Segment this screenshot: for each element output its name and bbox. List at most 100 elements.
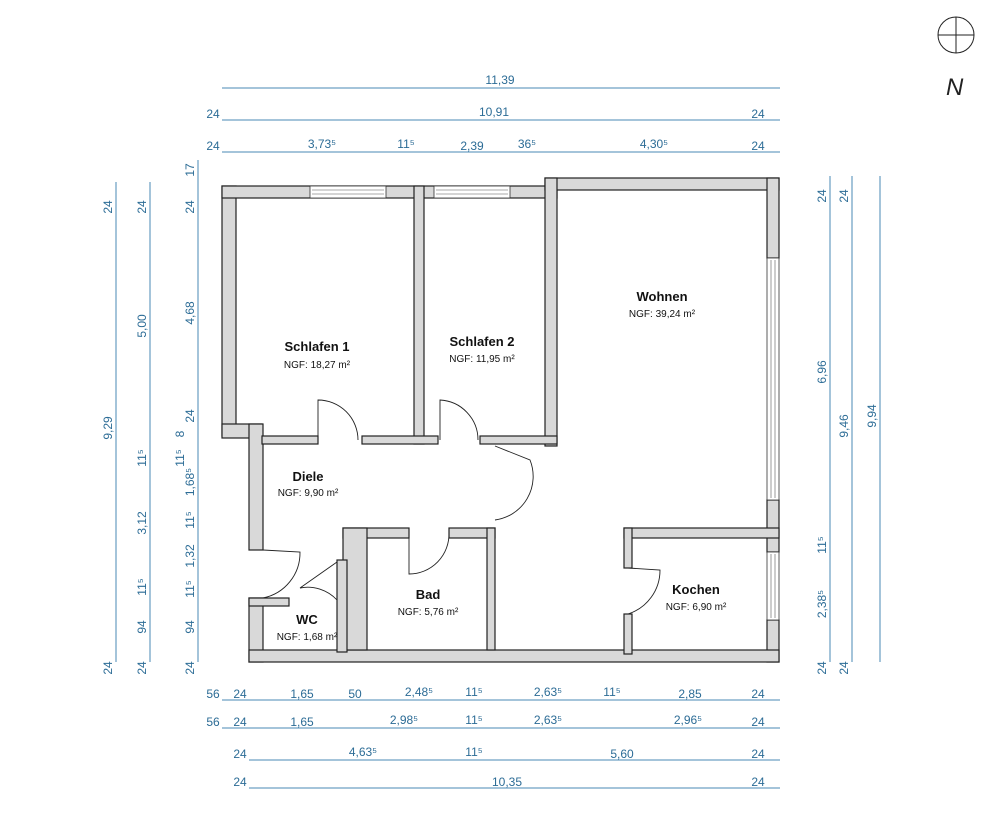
room-name: Wohnen [636, 289, 687, 304]
dim-label: 11⁵ [465, 713, 482, 727]
dim-label: 24 [837, 189, 851, 203]
room-schlafen-2: Schlafen 2 NGF: 11,95 m² [449, 334, 515, 365]
dim-label: 11⁵ [465, 685, 482, 699]
dim-label: 11⁵ [815, 536, 829, 553]
dim-label: 3,73⁵ [308, 137, 336, 151]
dim-label: 36⁵ [518, 137, 536, 151]
dim-label: 24 [815, 189, 829, 203]
compass-icon [937, 16, 975, 54]
dim-label: 10,91 [479, 105, 509, 119]
dim-label: 24 [183, 200, 197, 214]
dim-label: 11⁵ [135, 449, 149, 466]
room-name: Diele [292, 469, 323, 484]
dim-label: 2,39 [460, 139, 484, 153]
dim-label: 1,65 [290, 715, 314, 729]
dim-label: 24 [751, 107, 765, 121]
dim-label: 24 [815, 661, 829, 675]
dim-label: 2,38⁵ [815, 590, 829, 618]
dim-label: 56 [206, 687, 220, 701]
dim-label: 5,00 [135, 314, 149, 338]
north-label: N [946, 74, 964, 101]
dim-label: 24 [837, 661, 851, 675]
dim-label: 6,96 [815, 360, 829, 384]
dim-label: 10,35 [492, 775, 522, 789]
dim-label: 24 [135, 200, 149, 214]
room-bad: Bad NGF: 5,76 m² [398, 587, 459, 618]
room-area: NGF: 6,90 m² [666, 602, 727, 613]
room-area: NGF: 1,68 m² [277, 632, 338, 643]
dim-label: 11⁵ [183, 580, 197, 597]
room-name: Schlafen 2 [449, 334, 514, 349]
windows [309, 185, 780, 621]
dim-label: 11⁵ [183, 511, 197, 528]
doors [262, 399, 661, 615]
dim-label: 1,68⁵ [183, 468, 197, 496]
dim-label: 24 [751, 775, 765, 789]
dim-label: 9,46 [837, 414, 851, 438]
dim-label: 4,30⁵ [640, 137, 668, 151]
room-name: Schlafen 1 [284, 339, 349, 354]
room-diele: Diele NGF: 9,90 m² [278, 469, 339, 499]
room-area: NGF: 18,27 m² [284, 360, 351, 371]
dim-label: 11⁵ [603, 685, 620, 699]
dim-label: 24 [206, 139, 220, 153]
dim-label: 24 [751, 747, 765, 761]
dim-label: 1,32 [183, 544, 197, 568]
dim-label: 2,98⁵ [390, 713, 418, 727]
dim-label: 17 [183, 163, 197, 177]
dim-label: 24 [183, 409, 197, 423]
dim-label: 24 [233, 687, 247, 701]
dim-label: 2,96⁵ [674, 713, 702, 727]
dim-label: 24 [233, 775, 247, 789]
dimension-lines [115, 87, 881, 789]
dim-label: 24 [233, 715, 247, 729]
room-name: Kochen [672, 582, 720, 597]
dim-label: 24 [751, 715, 765, 729]
dim-label: 11⁵ [135, 578, 149, 595]
dim-label: 2,63⁵ [534, 713, 562, 727]
walls [221, 177, 780, 663]
dim-label: 56 [206, 715, 220, 729]
room-schlafen-1: Schlafen 1 NGF: 18,27 m² [284, 339, 351, 371]
dims-right: 24 6,96 11⁵ 2,38⁵ 24 24 9,46 24 9,94 [815, 189, 879, 675]
dim-label: 8 [173, 430, 187, 437]
room-area: NGF: 5,76 m² [398, 607, 459, 618]
dim-label: 2,48⁵ [405, 685, 433, 699]
room-name: WC [296, 612, 318, 627]
room-area: NGF: 39,24 m² [629, 309, 696, 320]
dims-top: 11,39 24 10,91 24 24 3,73⁵ 11⁵ 2,39 36⁵ … [206, 73, 765, 153]
dim-label: 94 [183, 620, 197, 634]
dim-label: 24 [233, 747, 247, 761]
dim-label: 94 [135, 620, 149, 634]
dim-label: 24 [135, 661, 149, 675]
dims-bottom: 56 24 1,65 50 2,48⁵ 11⁵ 2,63⁵ 11⁵ 2,85 2… [206, 685, 765, 789]
room-wohnen: Wohnen NGF: 39,24 m² [629, 289, 696, 320]
dim-label: 24 [101, 661, 115, 675]
dim-label: 9,29 [101, 416, 115, 440]
dim-label: 24 [101, 200, 115, 214]
dim-label: 4,63⁵ [349, 745, 377, 759]
room-kochen: Kochen NGF: 6,90 m² [666, 582, 727, 613]
dim-label: 11,39 [485, 73, 514, 87]
dim-label: 24 [183, 661, 197, 675]
dim-label: 11⁵ [465, 745, 482, 759]
dim-label: 4,68 [183, 301, 197, 325]
dim-label: 11⁵ [173, 449, 187, 466]
room-wc: WC NGF: 1,68 m² [277, 612, 338, 643]
room-name: Bad [416, 587, 441, 602]
dim-label: 2,85 [678, 687, 702, 701]
dim-label: 11⁵ [397, 137, 414, 151]
dim-label: 3,12 [135, 511, 149, 535]
dim-label: 9,94 [865, 404, 879, 428]
dim-label: 5,60 [610, 747, 634, 761]
room-area: NGF: 11,95 m² [449, 354, 515, 365]
dim-label: 1,65 [290, 687, 314, 701]
dims-left: 24 9,29 24 24 5,00 11⁵ 3,12 11⁵ 94 24 17… [101, 163, 197, 675]
dim-label: 50 [348, 687, 362, 701]
dim-label: 24 [206, 107, 220, 121]
dim-label: 24 [751, 687, 765, 701]
dim-label: 24 [751, 139, 765, 153]
room-area: NGF: 9,90 m² [278, 488, 339, 499]
dim-label: 2,63⁵ [534, 685, 562, 699]
